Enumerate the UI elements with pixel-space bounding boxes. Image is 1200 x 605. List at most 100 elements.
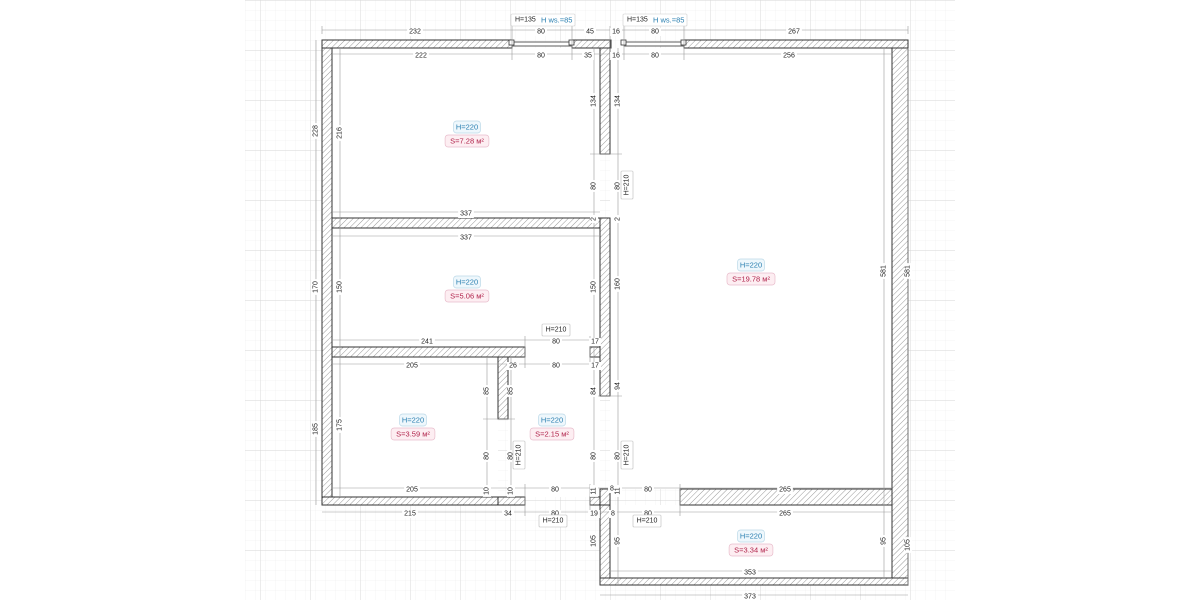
room-area: S=19.78 м² — [732, 275, 770, 284]
wall-left-outer[interactable] — [321, 47, 333, 506]
dimension-value: 170 — [313, 281, 320, 293]
dimension-value: 80 — [537, 29, 545, 36]
wall-top-right[interactable] — [683, 39, 909, 49]
dimension-label: 150 — [336, 279, 344, 295]
dimension-value: 80 — [651, 29, 659, 36]
dimension-value: 80 — [552, 339, 560, 346]
door-height: H=210 — [516, 444, 523, 465]
dimension-value: 80 — [615, 452, 622, 460]
dimension-label: 265 — [777, 486, 793, 494]
dimension-label: 215 — [402, 510, 418, 518]
dimension-label: 80 — [550, 362, 562, 370]
dimension-label: 11 — [590, 485, 598, 497]
door-middle-room-label: H=210 — [541, 323, 571, 337]
window-left-frame[interactable] — [511, 41, 573, 47]
dimension-label: 216 — [336, 125, 344, 141]
dimension-label: 10 — [483, 485, 491, 497]
dimension-value: 353 — [744, 570, 756, 577]
dimension-label: 105 — [590, 533, 598, 549]
dimension-value: 26 — [509, 363, 517, 370]
dimension-value: 265 — [779, 487, 791, 494]
door-height: H=210 — [624, 174, 631, 195]
room-height: H=220 — [740, 532, 762, 541]
dimension-label: 80 — [590, 450, 598, 462]
wall-horizontal-lower-right[interactable] — [589, 346, 601, 358]
dimension-label: 17 — [589, 362, 601, 370]
dimension-label: 80 — [535, 52, 547, 60]
dimension-label: 80 — [614, 450, 622, 462]
room-area: S=3.59 м² — [396, 430, 430, 439]
dimension-label: 34 — [502, 510, 514, 518]
dimension-label: 80 — [535, 28, 547, 36]
dimension-value: 80 — [537, 53, 545, 60]
wall-tee-stub-left[interactable] — [589, 496, 601, 506]
room-height: H=220 — [541, 416, 563, 425]
window-left-handle-a — [508, 39, 515, 46]
dimension-value: 16 — [612, 53, 620, 60]
dimension-label: 17 — [589, 338, 601, 346]
wall-bottom-left-stub[interactable] — [497, 496, 526, 506]
dimension-value: 150 — [337, 281, 344, 293]
dimension-value: 105 — [591, 535, 598, 547]
wall-balcony-bottom[interactable] — [599, 577, 909, 586]
dimension-value: 337 — [460, 211, 472, 218]
wall-balcony-left[interactable] — [599, 504, 611, 586]
dimension-label: 175 — [336, 417, 344, 433]
wall-right-outer[interactable] — [891, 47, 909, 586]
dimension-label: 205 — [404, 486, 420, 494]
wall-horizontal-upper[interactable] — [331, 217, 601, 229]
dimension-label: 16 — [610, 28, 622, 36]
wall-top-left[interactable] — [321, 39, 513, 49]
wall-central-upper[interactable] — [599, 47, 611, 155]
dimension-label: 11 — [614, 485, 622, 497]
room-height: H=220 — [456, 123, 478, 132]
dimension-value: 80 — [484, 452, 491, 460]
dimension-value: 256 — [783, 53, 795, 60]
dimension-value: 373 — [744, 594, 756, 601]
window-sill-height: H ws.=85 — [653, 16, 684, 25]
dimension-value: 80 — [552, 363, 560, 370]
dimension-value: 17 — [591, 363, 599, 370]
dimension-label: 16 — [610, 52, 622, 60]
dimension-value: 94 — [615, 382, 622, 390]
dimension-value: 95 — [615, 537, 622, 545]
wall-bottom-left[interactable] — [321, 496, 499, 506]
dimension-value: 581 — [905, 265, 912, 277]
dimension-value: 84 — [591, 387, 598, 395]
dimension-value: 35 — [584, 53, 592, 60]
walls[interactable] — [321, 39, 909, 586]
wall-horizontal-lower[interactable] — [331, 346, 526, 358]
dimension-label: 232 — [407, 28, 423, 36]
door-bottom-left-room-label: H=210 — [512, 440, 526, 470]
window-height: H=135 — [515, 17, 536, 24]
wall-top-middle[interactable] — [571, 39, 611, 49]
door-height: H=210 — [624, 444, 631, 465]
window-right-handle-a — [620, 39, 627, 46]
dimension-label: 80 — [614, 180, 622, 192]
window-right-handle-b — [680, 39, 687, 46]
dimension-label: 26 — [507, 362, 519, 370]
dimension-value: 8 — [611, 511, 615, 518]
wall-central-middle[interactable] — [599, 217, 611, 397]
dimension-value: 85 — [484, 387, 491, 395]
dimension-value: 80 — [615, 182, 622, 190]
window-right-frame[interactable] — [623, 41, 685, 47]
door-height: H=210 — [637, 518, 658, 525]
dimension-value: 80 — [591, 452, 598, 460]
dimension-value: 134 — [615, 95, 622, 107]
dimension-value: 216 — [337, 127, 344, 139]
dimension-value: 205 — [406, 363, 418, 370]
wall-bottom-divider[interactable] — [497, 356, 509, 420]
dimension-label: 80 — [649, 28, 661, 36]
dimension-label: 241 — [419, 338, 435, 346]
dimension-label: 80 — [642, 510, 654, 518]
